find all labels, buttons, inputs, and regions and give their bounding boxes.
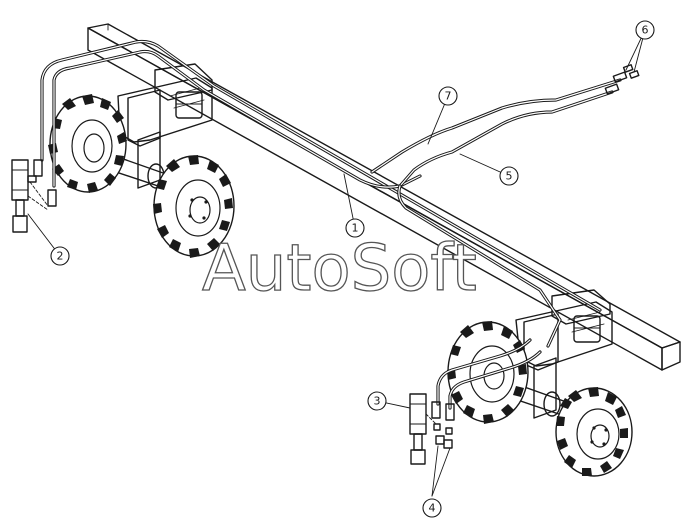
fittings-6 bbox=[604, 64, 640, 95]
hose-branch-5-7 bbox=[370, 78, 622, 348]
callout-5: 5 bbox=[499, 166, 519, 186]
svg-text:2: 2 bbox=[57, 250, 64, 263]
main-beam bbox=[87, 23, 681, 371]
right-rear-wheel bbox=[447, 321, 529, 424]
svg-text:7: 7 bbox=[445, 90, 452, 103]
left-front-wheel bbox=[153, 155, 235, 258]
svg-text:6: 6 bbox=[642, 24, 649, 37]
left-hydraulic-cylinder bbox=[11, 159, 57, 233]
callout-2: 2 bbox=[50, 246, 70, 266]
watermark-text: AutoSoft bbox=[202, 232, 477, 306]
right-front-wheel bbox=[555, 387, 633, 477]
callout-1: 1 bbox=[345, 218, 365, 238]
callout-4: 4 bbox=[422, 498, 442, 518]
hose-main-1 bbox=[40, 39, 602, 312]
svg-text:1: 1 bbox=[352, 222, 359, 235]
callout-3: 3 bbox=[367, 391, 387, 411]
svg-text:3: 3 bbox=[374, 395, 381, 408]
hose-right-cylinder bbox=[436, 338, 542, 410]
left-rear-wheel bbox=[48, 94, 127, 193]
right-hydraulic-cylinder bbox=[409, 393, 455, 465]
callout-7: 7 bbox=[438, 86, 458, 106]
callout-6: 6 bbox=[635, 20, 655, 40]
svg-text:4: 4 bbox=[429, 502, 436, 515]
svg-text:5: 5 bbox=[506, 170, 513, 183]
